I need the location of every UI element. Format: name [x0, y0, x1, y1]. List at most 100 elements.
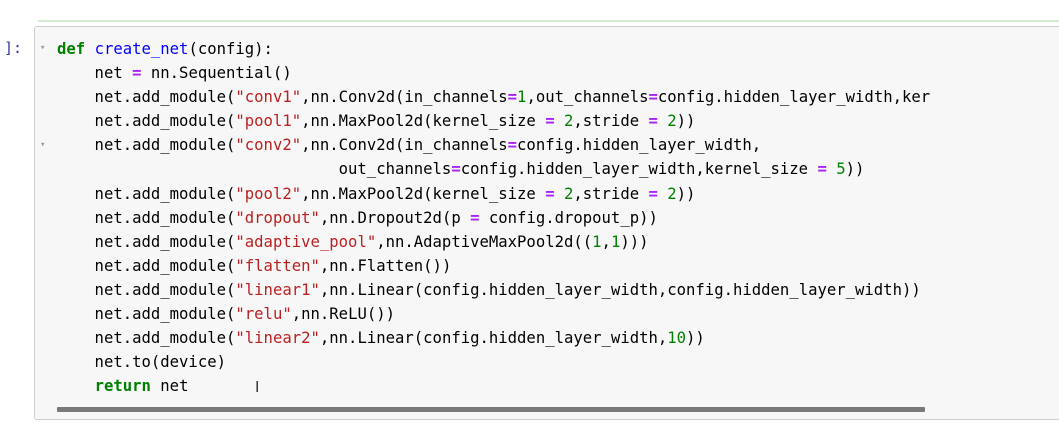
code-token: ,stride [573, 112, 649, 131]
code-token [658, 185, 667, 203]
code-token: "conv1" [235, 88, 302, 107]
code-line[interactable]: net.add_module("linear1",nn.Linear(confi… [57, 278, 1059, 302]
code-token: net.add_module( [57, 208, 236, 227]
code-token [555, 112, 564, 130]
code-token: = [648, 184, 658, 203]
code-token: create_net [94, 40, 189, 58]
code-line[interactable]: net.add_module("flatten",nn.Flatten()) [57, 254, 1059, 278]
code-token: "linear2" [235, 329, 320, 348]
code-token: "conv2" [235, 136, 302, 155]
code-line[interactable]: net.add_module("pool1",nn.MaxPool2d(kern… [57, 109, 1059, 133]
code-line[interactable]: def create_net(config): [57, 37, 1059, 61]
code-token: ,stride [573, 184, 649, 203]
code-token: ,nn.Linear(config.hidden_layer_width,con… [319, 280, 921, 299]
code-token: ,nn.Linear(config.hidden_layer_width, [319, 329, 668, 348]
code-token: config.hidden_layer_width,kernel_size [460, 160, 818, 179]
code-token: config.dropout_p)) [479, 208, 658, 227]
code-token: 2 [667, 184, 677, 203]
code-token: config.hidden_layer_width,ker [657, 88, 931, 107]
code-token: = [451, 160, 461, 179]
horizontal-scrollbar[interactable] [57, 407, 925, 412]
code-token: = [648, 112, 658, 131]
code-token: net.add_module( [57, 329, 236, 348]
code-token: "dropout" [235, 208, 320, 227]
code-token: = [545, 112, 555, 131]
code-line[interactable]: net.add_module("pool2",nn.MaxPool2d(kern… [57, 182, 1059, 206]
code-token: net [57, 64, 133, 83]
code-token: 2 [564, 184, 574, 203]
code-token: "pool2" [235, 184, 302, 203]
code-token: ,nn.MaxPool2d(kernel_size [301, 184, 546, 203]
previous-cell-border [38, 20, 1059, 22]
code-token: = [507, 136, 518, 155]
code-token: 5 [836, 160, 846, 179]
code-line[interactable]: net.add_module("conv1",nn.Conv2d(in_chan… [57, 85, 1059, 109]
code-token: )) [676, 184, 696, 203]
code-token: config.hidden_layer_width, [517, 136, 762, 155]
code-token: = [507, 88, 518, 107]
code-token: net.add_module( [57, 256, 236, 275]
code-token: = [545, 184, 555, 203]
code-line[interactable]: net.add_module("relu",nn.ReLU()) [57, 302, 1059, 326]
code-token [555, 185, 564, 203]
code-token: "adaptive_pool" [235, 232, 377, 251]
code-token: = [470, 208, 480, 227]
code-token: def [57, 40, 86, 58]
code-token: ,nn.Flatten()) [319, 256, 452, 275]
code-token [57, 377, 95, 395]
code-token: out_channels [57, 160, 452, 179]
code-token: ,out_channels [526, 88, 649, 107]
code-token: = [648, 88, 658, 107]
cell-input-prompt: ]: [4, 39, 23, 57]
code-token: ,nn.Conv2d(in_channels [301, 136, 508, 155]
code-text[interactable]: def create_net(config): net = nn.Sequent… [57, 37, 1059, 398]
code-token: net.add_module( [57, 305, 236, 324]
code-token: = [817, 160, 827, 179]
code-token: net.add_module( [57, 184, 236, 203]
code-token: 1 [610, 232, 621, 251]
code-token: ))) [620, 232, 649, 251]
fold-toggle-icon[interactable]: ▾ [40, 140, 46, 150]
code-token [85, 40, 94, 58]
code-token [658, 112, 667, 130]
code-token: ,nn.ReLU()) [291, 305, 396, 324]
code-token: )) [676, 112, 696, 131]
code-token: 1 [592, 232, 602, 251]
code-token: = [132, 64, 142, 83]
code-token: ,nn.MaxPool2d(kernel_size [301, 112, 546, 131]
code-token: net.add_module( [57, 232, 236, 251]
code-token: (config): [188, 40, 273, 58]
code-line[interactable]: return net [57, 374, 1059, 398]
code-token: "flatten" [235, 256, 320, 275]
text-cursor-icon: I [255, 378, 260, 396]
code-token: "linear1" [235, 280, 320, 299]
code-token: 1 [517, 88, 527, 107]
code-token: ,nn.Dropout2d(p [319, 208, 471, 227]
code-line[interactable]: net.add_module("linear2",nn.Linear(confi… [57, 326, 1059, 350]
code-token: net.add_module( [57, 136, 236, 155]
code-line[interactable]: net = nn.Sequential() [57, 61, 1059, 85]
code-token: net.add_module( [57, 88, 236, 107]
code-token: 2 [564, 112, 574, 131]
code-token: ,nn.AdaptiveMaxPool2d(( [376, 232, 593, 251]
fold-toggle-icon[interactable]: ▾ [40, 43, 46, 53]
code-token: , [601, 232, 611, 251]
code-token: net.to(device) [57, 353, 226, 372]
code-token: "pool1" [235, 112, 302, 131]
code-token: ,nn.Conv2d(in_channels [301, 88, 508, 107]
code-token: return [94, 377, 151, 396]
code-token: net [150, 377, 189, 396]
code-token: 2 [667, 112, 677, 131]
code-cell-editor[interactable]: ▾ ▾ def create_net(config): net = nn.Seq… [34, 26, 1059, 420]
code-token: )) [686, 329, 705, 348]
code-line[interactable]: net.add_module("adaptive_pool",nn.Adapti… [57, 230, 1059, 254]
code-token: net.add_module( [57, 280, 236, 299]
code-line[interactable]: net.to(device) [57, 350, 1059, 374]
code-token: 10 [667, 329, 687, 348]
code-line[interactable]: out_channels=config.hidden_layer_width,k… [57, 157, 1059, 181]
code-token [827, 160, 836, 178]
code-token: net.add_module( [57, 112, 236, 131]
code-line[interactable]: net.add_module("dropout",nn.Dropout2d(p … [57, 206, 1059, 230]
code-token: nn.Sequential() [141, 64, 292, 83]
code-line[interactable]: net.add_module("conv2",nn.Conv2d(in_chan… [57, 133, 1059, 157]
